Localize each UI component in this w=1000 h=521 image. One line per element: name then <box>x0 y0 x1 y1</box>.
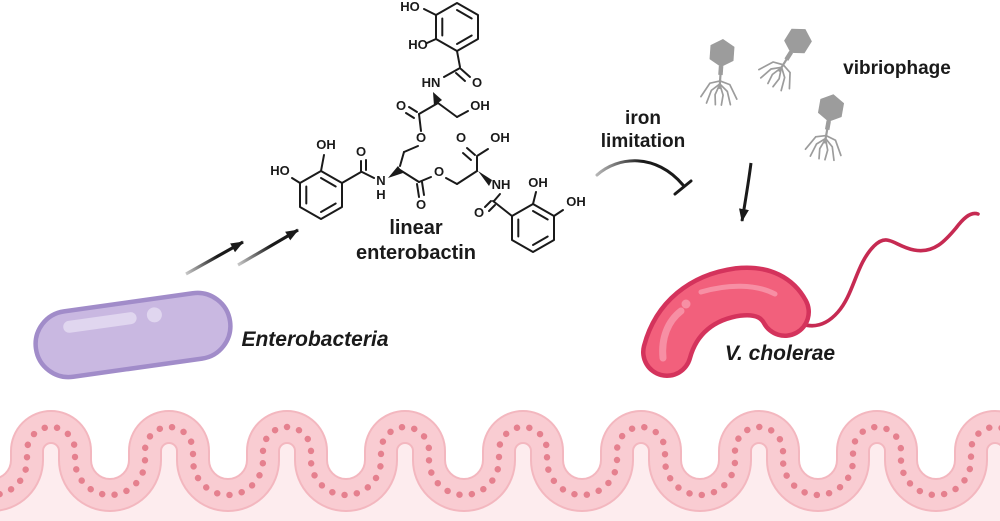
vibriophage-label: vibriophage <box>843 58 951 79</box>
molecule-name-line2: enterobactin <box>356 242 476 264</box>
svg-text:O: O <box>434 164 444 179</box>
infection-arrow <box>739 162 753 222</box>
enterobacteria-cell <box>33 290 233 380</box>
intestinal-epithelium <box>0 410 1000 521</box>
iron-limitation-label-line2: limitation <box>601 131 685 152</box>
svg-text:O: O <box>356 144 366 159</box>
svg-text:HO: HO <box>408 37 428 52</box>
svg-text:O: O <box>472 75 482 90</box>
svg-text:H: H <box>376 187 385 202</box>
molecule-atom-labels: HO HO O HN OH O O OH O HO N H O O O OH N… <box>270 0 586 220</box>
vcholerae-cell <box>641 211 980 378</box>
phage-icon <box>755 20 821 95</box>
svg-text:OH: OH <box>528 175 548 190</box>
svg-text:O: O <box>396 98 406 113</box>
svg-text:HO: HO <box>400 0 420 14</box>
svg-text:O: O <box>456 130 466 145</box>
cell-highlight <box>63 312 137 333</box>
vcholerae-highlight-dot <box>681 299 691 309</box>
flagellum <box>788 211 980 328</box>
production-arrows <box>185 228 299 276</box>
svg-text:NH: NH <box>492 177 511 192</box>
svg-text:O: O <box>474 205 484 220</box>
phage-icon <box>804 91 851 162</box>
svg-text:OH: OH <box>316 137 336 152</box>
iron-limitation-label-line1: iron <box>625 108 661 129</box>
phage-icon <box>700 38 741 106</box>
svg-text:HN: HN <box>422 75 441 90</box>
svg-text:HO: HO <box>270 163 290 178</box>
svg-text:OH: OH <box>470 98 490 113</box>
svg-text:N: N <box>376 173 385 188</box>
production-arrow-1 <box>185 240 244 276</box>
vibriophage-group <box>700 20 851 163</box>
epithelium-nuclei-dots <box>0 423 1000 499</box>
svg-text:OH: OH <box>566 194 586 209</box>
cell-highlight-dot <box>146 307 162 323</box>
svg-text:O: O <box>416 130 426 145</box>
inhibition-arrow <box>595 159 693 196</box>
production-arrow-2 <box>237 228 299 267</box>
enterobacteria-label: Enterobacteria <box>241 328 388 351</box>
vcholerae-highlight-streak <box>659 307 685 362</box>
svg-text:OH: OH <box>490 130 510 145</box>
vcholerae-body <box>645 270 807 374</box>
inhibition-bar <box>673 179 693 196</box>
molecule-bonds <box>291 2 564 253</box>
svg-text:O: O <box>416 197 426 212</box>
enterobactin-molecule: HO HO O HN OH O O OH O HO N H O O O OH N… <box>270 0 586 264</box>
vcholerae-label: V. cholerae <box>725 342 835 365</box>
molecule-name-line1: linear <box>389 217 443 239</box>
vcholerae-highlight-top <box>698 283 778 297</box>
